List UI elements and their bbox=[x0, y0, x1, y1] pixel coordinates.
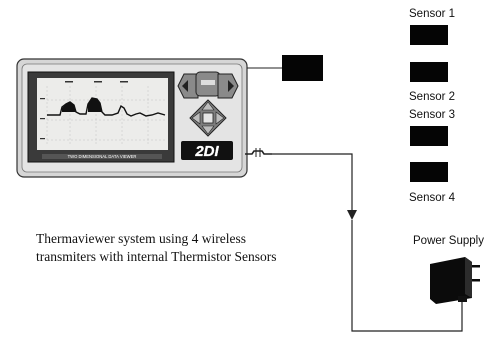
logo-box bbox=[181, 141, 233, 160]
caption-line-2: transmiters with internal Thermistor Sen… bbox=[36, 249, 277, 264]
receiver-box bbox=[282, 55, 323, 81]
power-supply-adapter bbox=[430, 257, 480, 304]
sensor-1-box bbox=[410, 25, 448, 45]
power-supply-label: Power Supply bbox=[413, 235, 484, 247]
dpad-left-button[interactable] bbox=[191, 111, 201, 125]
lcd-screen bbox=[37, 78, 168, 150]
sensor-4-label: Sensor 4 bbox=[409, 192, 456, 204]
sensor-3-label: Sensor 3 bbox=[409, 109, 456, 121]
sensor-1-label: Sensor 1 bbox=[409, 8, 456, 20]
sensor-3-box bbox=[410, 126, 448, 146]
dpad-down-button[interactable] bbox=[201, 125, 215, 135]
dpad-right-button[interactable] bbox=[215, 111, 225, 125]
device-logo: 2DI bbox=[194, 143, 219, 160]
power-cable bbox=[245, 148, 463, 332]
keypad: 2DI bbox=[177, 71, 239, 160]
diagram-caption: Thermaviewer system using 4 wireless tra… bbox=[36, 230, 336, 266]
dpad-up-button[interactable] bbox=[201, 101, 215, 111]
dpad-center-button[interactable] bbox=[202, 112, 214, 124]
caption-line-1: Thermaviewer system using 4 wireless bbox=[36, 231, 246, 246]
device-bottom-text: TWO DIMENSIONAL DATA VIEWER bbox=[68, 154, 137, 159]
sensor-2-box bbox=[410, 62, 448, 82]
sensor-4-box bbox=[410, 162, 448, 182]
sensor-2-label: Sensor 2 bbox=[409, 91, 456, 103]
